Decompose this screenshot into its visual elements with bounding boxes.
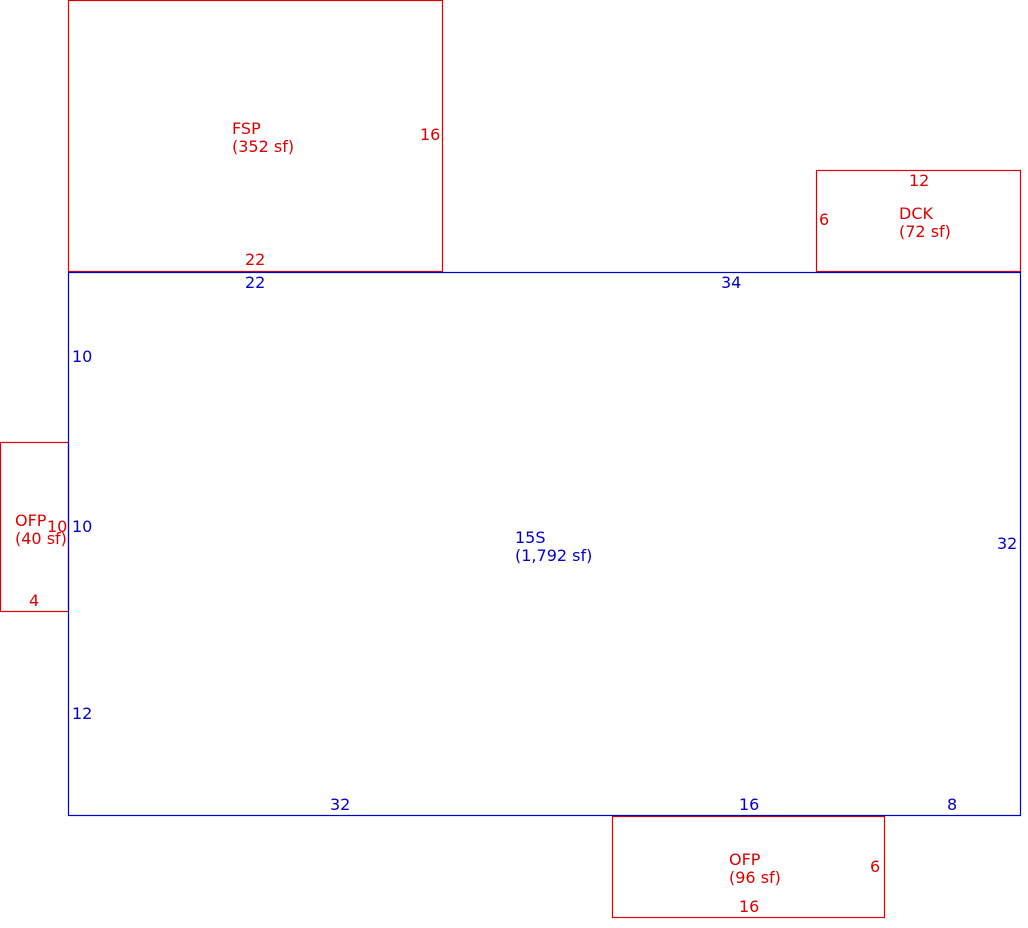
main-area-outline [67, 271, 1022, 817]
dck-top-dim: 12 [909, 171, 929, 190]
fsp-code: FSP [232, 119, 261, 138]
fsp-side-dim: 16 [420, 125, 440, 144]
main-top-right-dim: 34 [721, 273, 741, 292]
main-top-left-dim: 22 [245, 273, 265, 292]
ofp-bottom-outline [611, 815, 886, 919]
ofp-left-side-dim: 10 [47, 517, 67, 536]
main-code: 15S [515, 528, 546, 547]
dck-labels: 12 6 DCK (72 sf) [819, 171, 951, 241]
ofp-bottom-side-dim: 6 [870, 857, 880, 876]
main-bottom-middle-dim: 16 [739, 795, 759, 814]
ofp-bottom-labels: OFP (96 sf) 6 16 [729, 850, 880, 916]
fsp-labels: FSP (352 sf) 16 22 [232, 119, 440, 269]
main-bottom-left-dim: 32 [330, 795, 350, 814]
ofp-left-bottom-dim: 4 [29, 591, 39, 610]
main-left-upper-dim: 10 [72, 347, 92, 366]
fsp-outline [67, 0, 444, 273]
dck-side-dim: 6 [819, 210, 829, 229]
ofp-bottom-area: (96 sf) [729, 868, 781, 887]
main-right-dim: 32 [997, 534, 1017, 553]
main-area-labels: 22 34 10 10 12 32 15S (1,792 sf) 32 16 8 [72, 273, 1017, 814]
main-left-middle-dim: 10 [72, 517, 92, 536]
ofp-left-area: (40 sf) [15, 529, 67, 548]
main-bottom-right-dim: 8 [947, 795, 957, 814]
dck-area: (72 sf) [899, 222, 951, 241]
fsp-area: (352 sf) [232, 137, 294, 156]
fsp-bottom-dim: 22 [245, 250, 265, 269]
main-area: (1,792 sf) [515, 546, 592, 565]
ofp-bottom-code: OFP [729, 850, 761, 869]
ofp-left-labels: OFP (40 sf) 10 4 [15, 511, 67, 610]
dck-code: DCK [899, 204, 933, 223]
ofp-bottom-bottom-dim: 16 [739, 897, 759, 916]
dck-outline [815, 169, 1022, 273]
ofp-left-code: OFP [15, 511, 47, 530]
main-left-lower-dim: 12 [72, 704, 92, 723]
